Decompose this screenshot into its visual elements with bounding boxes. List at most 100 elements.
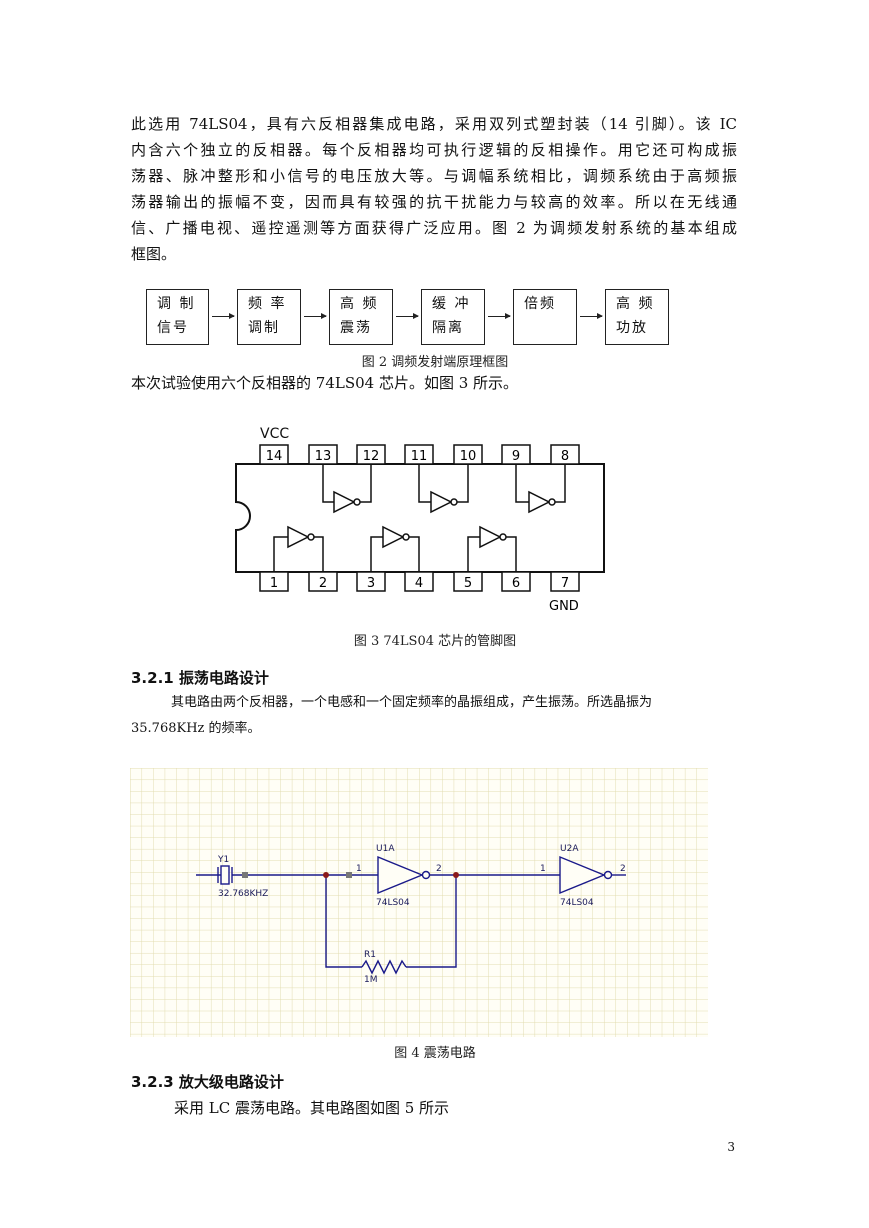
block-modulating-signal: 调 制 信号 [146, 289, 209, 345]
block-label: 调 制 [157, 296, 196, 312]
inverter-bubble [450, 498, 458, 506]
pin-number: 6 [512, 576, 520, 591]
arrow-icon [304, 313, 327, 319]
chip-body [235, 463, 605, 573]
inverter-u1-icon [377, 855, 424, 895]
pin-box [259, 444, 289, 465]
block-label: 震荡 [340, 320, 372, 336]
block-label: 倍频 [524, 296, 556, 312]
intro-line: 荡器输出的振幅不变，因而具有较强的抗干扰能力与较高的效率。所以在无线通 [131, 193, 737, 211]
paragraph-line: 35.768KHz 的频率。 [131, 721, 261, 736]
pin-number: 11 [411, 449, 428, 464]
pin-number: 14 [266, 449, 283, 464]
figure3-ic-pinout: VCC 14 13 12 11 10 9 8 1 2 3 4 5 6 7 GND [235, 426, 605, 614]
block-label: 功放 [616, 320, 648, 336]
pin-number: 3 [367, 576, 375, 591]
pin-number: 12 [363, 449, 380, 464]
figure2-caption: 图 2 调频发射端原理框图 [361, 355, 509, 370]
pin-number: 4 [415, 576, 423, 591]
block-label: 频 率 [248, 296, 287, 312]
block-hf-power-amp: 高 频 功放 [605, 289, 669, 345]
section-323-heading: 3.2.3 放大级电路设计 [131, 1073, 284, 1091]
bottom-pins: 1 2 3 4 5 6 7 [259, 571, 580, 592]
arrow-icon [580, 313, 603, 319]
intro-line: 内含六个独立的反相器。每个反相器均可执行逻辑的反相操作。用它还可构成振 [131, 141, 737, 159]
pin-marker [346, 872, 352, 878]
section-321-heading: 3.2.1 振荡电路设计 [131, 669, 269, 687]
inverter-bubble [603, 870, 613, 880]
wire [515, 464, 529, 503]
crystal-value: 32.768KHZ [218, 889, 268, 899]
circuit-wires [196, 855, 626, 975]
u1-part: 74LS04 [376, 898, 410, 908]
resistor-icon [361, 959, 407, 975]
arrow-icon [212, 313, 235, 319]
block-buffer-isolation: 缓 冲 隔离 [421, 289, 485, 345]
pin-box [550, 571, 580, 592]
upper-inverters [322, 464, 566, 514]
top-pins: 14 13 12 11 10 9 8 [259, 444, 580, 465]
block-label: 高 频 [340, 296, 379, 312]
page-number: 3 [727, 1140, 735, 1154]
intro-line: 信、广播电视、遥控遥测等方面获得广泛应用。图 2 为调频发射系统的基本组成 [131, 219, 737, 237]
block-label: 信号 [157, 320, 189, 336]
u2-pin-out: 2 [620, 864, 626, 874]
junction-dot [323, 872, 329, 878]
grid-lines [130, 768, 708, 1037]
wire [322, 464, 334, 503]
block-label: 高 频 [616, 296, 655, 312]
junction-dot [453, 872, 459, 878]
u2-part: 74LS04 [560, 898, 594, 908]
inverter-bubble [402, 533, 410, 541]
block-hf-oscillation: 高 频 震荡 [329, 289, 393, 345]
inverter-bubble [499, 533, 507, 541]
figure4-oscillator-schematic: Y1 32.768KHZ U1A 1 2 74LS04 U2A 1 2 74LS… [130, 768, 708, 1037]
paragraph-line: 其电路由两个反相器，一个电感和一个固定频率的晶振组成，产生振荡。所选晶振为 [171, 695, 653, 710]
pin-number: 10 [460, 449, 477, 464]
block-label: 调制 [248, 320, 280, 336]
pin-number: 1 [270, 576, 278, 591]
wire [370, 536, 383, 572]
arrow-icon [488, 313, 511, 319]
pin-marker [242, 872, 248, 878]
resistor-value: 1M [364, 975, 378, 985]
inverter-icon [430, 490, 453, 514]
wire [314, 536, 324, 572]
figure4-caption: 图 4 震荡电路 [394, 1046, 476, 1061]
section-323-text: 采用 LC 震荡电路。其电路图如图 5 所示 [174, 1099, 450, 1117]
u2-ref: U2A [560, 844, 579, 854]
block-frequency-multiplier: 倍频 [513, 289, 577, 345]
sentence-figure3-intro: 本次试验使用六个反相器的 74LS04 芯片。如图 3 所示。 [131, 374, 519, 392]
crystal-ref: Y1 [217, 855, 229, 865]
wire [506, 536, 517, 572]
inverter-icon [382, 525, 405, 549]
wire [360, 464, 372, 503]
wire [457, 464, 469, 503]
wire [418, 464, 431, 503]
u1-ref: U1A [376, 844, 395, 854]
wire [273, 536, 288, 572]
pin-number: 8 [561, 449, 569, 464]
wire [409, 536, 420, 572]
pin-number: 9 [512, 449, 520, 464]
resistor-ref: R1 [364, 950, 376, 960]
intro-paragraph: 此选用 74LS04，具有六反相器集成电路，采用双列式塑封装（14 引脚）。该 … [131, 111, 737, 267]
u1-pin-out: 2 [436, 864, 442, 874]
inverter-icon [333, 490, 356, 514]
crystal-icon [220, 865, 230, 885]
wire [467, 536, 480, 572]
pin-number: 5 [464, 576, 472, 591]
inverter-bubble [307, 533, 315, 541]
pin-number: 13 [315, 449, 332, 464]
intro-line: 荡器、脉冲整形和小信号的电压放大等。与调幅系统相比，调频系统由于高频振 [131, 167, 737, 185]
intro-line: 框图。 [131, 245, 177, 263]
gnd-label: GND [549, 599, 579, 614]
schematic-labels: Y1 32.768KHZ U1A 1 2 74LS04 U2A 1 2 74LS… [217, 844, 626, 985]
u2-pin-in: 1 [540, 864, 546, 874]
u1-pin-in: 1 [356, 864, 362, 874]
block-frequency-modulation: 频 率 调制 [237, 289, 301, 345]
pin-number: 2 [319, 576, 327, 591]
inverter-bubble [421, 870, 431, 880]
intro-line: 此选用 74LS04，具有六反相器集成电路，采用双列式塑封装（14 引脚）。该 … [131, 115, 737, 133]
inverter-icon [479, 525, 502, 549]
